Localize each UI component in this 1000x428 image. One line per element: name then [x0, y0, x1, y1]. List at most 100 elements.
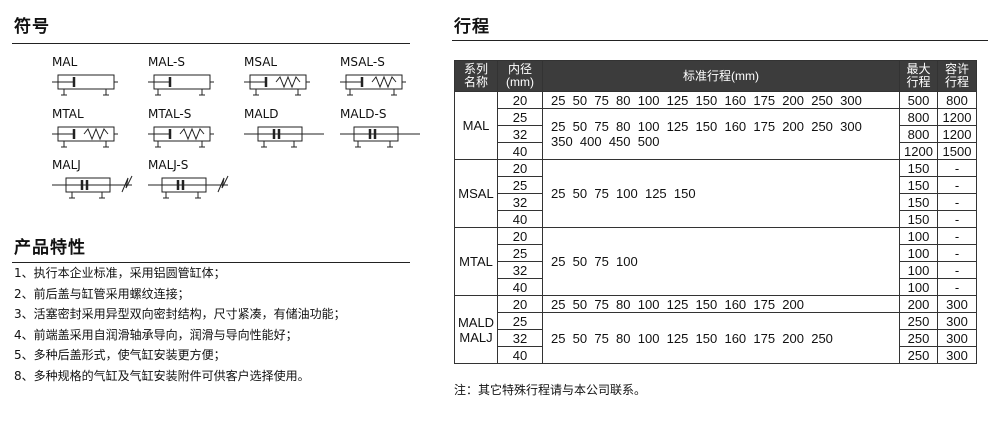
- bore-cell: 40: [497, 210, 543, 228]
- allowable-stroke-cell: -: [937, 210, 977, 228]
- symbol-mtal-s: MTAL-S: [148, 107, 238, 157]
- max-stroke-cell: 150: [899, 210, 938, 228]
- standard-stroke-cell: 25 50 75 80 100 125 150 160 175 200 250 …: [542, 91, 900, 109]
- allowable-stroke-cell: -: [937, 193, 977, 211]
- cylinder-symbol-icon: [340, 74, 406, 96]
- table-row: MAL 20 25 50 75 80 100 125 150 160 175 200…: [454, 91, 977, 160]
- header-series: 系列名称: [454, 60, 498, 92]
- table-row: 25 25 50 75 80 100 125 150 160 175 200 25…: [455, 108, 977, 160]
- feature-item: 3、活塞密封采用异型双向密封结构，尺寸紧凑，有储油功能；: [14, 307, 346, 321]
- max-stroke-cell: 150: [899, 159, 938, 177]
- bore-cell: 25: [497, 176, 543, 194]
- allowable-stroke-cell: 800: [937, 91, 977, 109]
- bore-cell: 32: [497, 125, 543, 143]
- symbol-label: MALD: [244, 107, 279, 121]
- header-allowable-stroke: 容许行程: [937, 60, 977, 92]
- max-stroke-cell: 100: [899, 278, 938, 296]
- symbol-msal: MSAL: [244, 55, 334, 105]
- series-name: MSAL: [454, 159, 498, 228]
- features-divider: [12, 262, 410, 263]
- header-max-stroke: 最大行程: [899, 60, 938, 92]
- bore-cell: 20: [497, 159, 543, 177]
- max-stroke-cell: 100: [899, 244, 938, 262]
- symbol-label: MAL-S: [148, 55, 185, 69]
- table-row: 25 150-: [455, 176, 977, 194]
- bore-cell: 32: [497, 193, 543, 211]
- bore-cell: 20: [497, 91, 543, 109]
- symbol-malj-s: MALJ-S: [148, 158, 238, 208]
- symbol-label: MALJ: [52, 158, 81, 172]
- series-label: MALJ: [459, 329, 493, 345]
- cylinder-symbol-icon: [148, 74, 214, 96]
- stroke-list: 25 50 75 100: [551, 254, 638, 269]
- feature-item: 5、多种后盖形式，使气缸安装更方便；: [14, 348, 226, 362]
- standard-stroke-cell: 25 50 75 80 100 125 150 160 175 200 250: [542, 312, 900, 364]
- bore-cell: 25: [497, 108, 543, 126]
- stroke-list: 350 400 450 500: [551, 134, 660, 149]
- bore-cell: 40: [497, 142, 543, 160]
- bore-cell: 32: [497, 329, 543, 347]
- allowable-stroke-cell: 1200: [937, 108, 977, 126]
- table-row: 40 100-: [455, 278, 977, 296]
- symbol-label: MALJ-S: [148, 158, 189, 172]
- series-label: MSAL: [458, 186, 494, 201]
- bore-cell: 40: [497, 278, 543, 296]
- bore-cell: 20: [497, 295, 543, 313]
- series-name: MTAL: [454, 227, 498, 296]
- stroke-list: 25 50 75 80 100 125 150 160 175 200 250: [551, 330, 833, 346]
- cylinder-symbol-icon: [52, 175, 133, 199]
- standard-stroke-cell: 25 50 75 80 100 125 150 160 175 200 250 …: [542, 108, 900, 160]
- max-stroke-cell: 250: [899, 329, 938, 347]
- max-stroke-cell: 500: [899, 91, 938, 109]
- allowable-stroke-cell: -: [937, 159, 977, 177]
- symbol-mal-s: MAL-S: [148, 55, 238, 105]
- series-label: MAL: [462, 118, 490, 133]
- bore-cell: 40: [497, 346, 543, 364]
- cylinder-symbol-icon: [52, 126, 118, 148]
- symbol-label: MSAL: [244, 55, 278, 69]
- max-stroke-cell: 150: [899, 176, 938, 194]
- header-bore: 内径(mm): [497, 60, 543, 92]
- symbol-label: MTAL-S: [148, 107, 192, 121]
- allowable-stroke-cell: -: [937, 244, 977, 262]
- stroke-list: 25 50 75 80 100 125 150 160 175 200 250 …: [551, 119, 862, 134]
- stroke-divider: [452, 40, 988, 41]
- symbol-mtal: MTAL: [52, 107, 142, 157]
- max-stroke-cell: 200: [899, 295, 938, 313]
- allowable-stroke-cell: -: [937, 176, 977, 194]
- feature-item: 2、前后盖与缸管采用螺纹连接；: [14, 286, 190, 301]
- allowable-stroke-cell: 300: [937, 295, 977, 313]
- table-header-row: 系列名称 内径(mm) 标准行程(mm) 最大行程 容许行程: [454, 60, 977, 92]
- symbol-label: MSAL-S: [340, 55, 385, 69]
- feature-item: 8、多种规格的气缸及气缸安装附件可供客户选择使用。: [14, 368, 310, 383]
- cylinder-symbol-icon: [244, 126, 324, 148]
- allowable-stroke-cell: -: [937, 278, 977, 296]
- allowable-stroke-cell: 300: [937, 312, 977, 330]
- stroke-list: 25 50 75 80 100 125 150 160 175 200 250 …: [551, 92, 862, 108]
- symbol-label: MTAL: [52, 107, 84, 121]
- cylinder-symbol-icon: [340, 126, 420, 148]
- features-title: 产品特性: [14, 238, 86, 258]
- allowable-stroke-cell: 1200: [937, 125, 977, 143]
- allowable-stroke-cell: 300: [937, 329, 977, 347]
- header-standard-stroke: 标准行程(mm): [542, 60, 900, 92]
- stroke-list: 25 50 75 100 125 150: [551, 186, 696, 201]
- stroke-title: 行程: [454, 17, 490, 37]
- symbols-divider: [12, 43, 410, 44]
- symbol-mald-s: MALD-S: [340, 107, 430, 157]
- standard-stroke-cell: 25 50 75 100: [542, 227, 900, 296]
- max-stroke-cell: 250: [899, 312, 938, 330]
- series-label: MALD: [457, 314, 495, 330]
- max-stroke-cell: 800: [899, 125, 938, 143]
- standard-stroke-cell: 25 50 75 80 100 125 150 160 175 200: [542, 295, 900, 313]
- feature-item: 1、执行本企业标准，采用铝圆管缸体；: [14, 266, 226, 280]
- bore-cell: 25: [497, 312, 543, 330]
- symbol-msal-s: MSAL-S: [340, 55, 430, 105]
